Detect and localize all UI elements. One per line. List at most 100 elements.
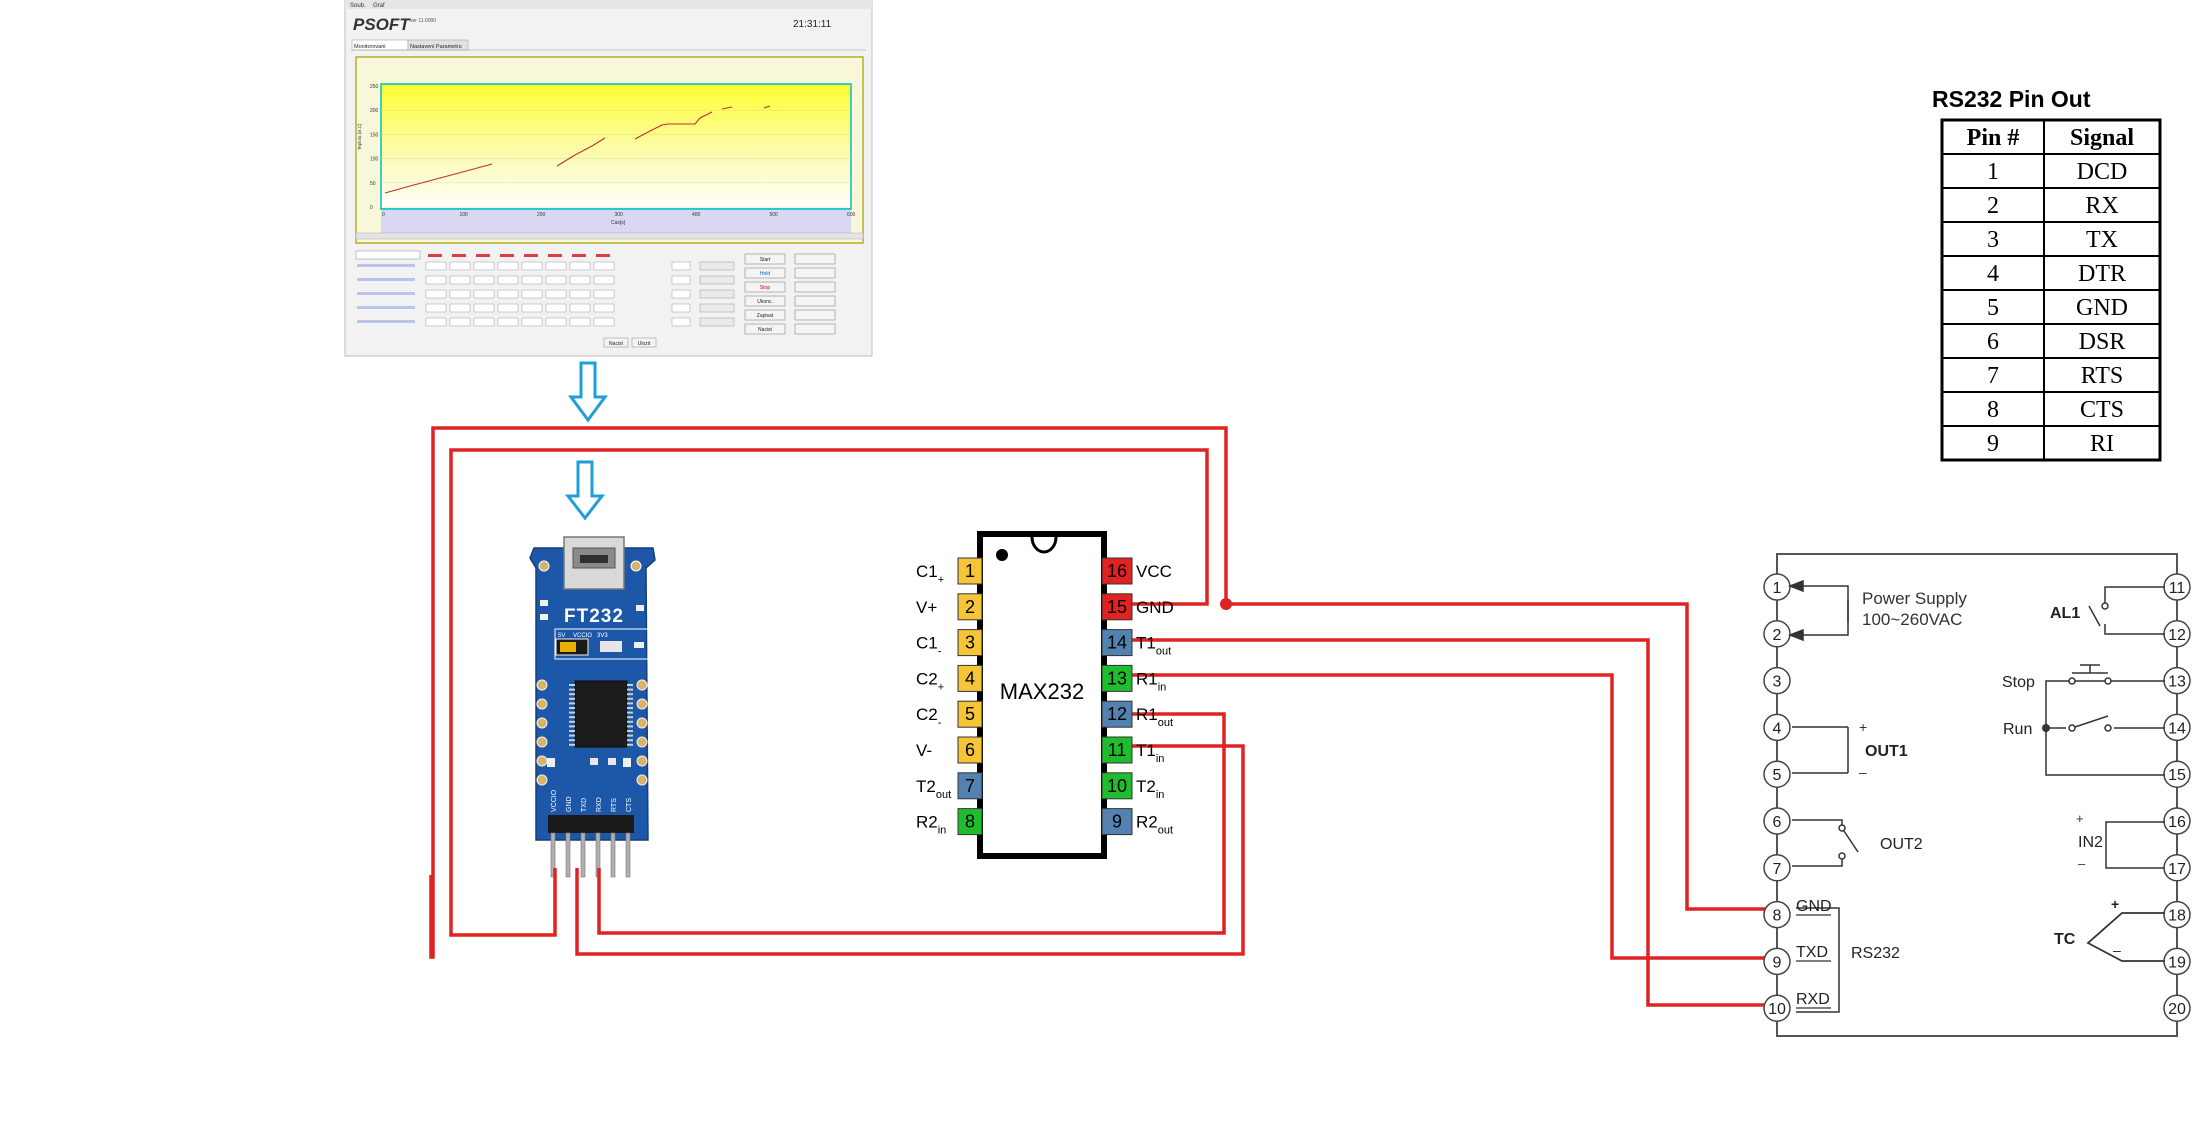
parameter-input[interactable]: [521, 317, 543, 327]
parameter-input[interactable]: [425, 317, 447, 327]
parameter-input[interactable]: [425, 261, 447, 271]
max232-pin-name: V-: [916, 741, 932, 760]
parameter-row-label: [357, 278, 415, 281]
terminal-number: 6: [1773, 814, 1782, 831]
control-button[interactable]: [744, 323, 786, 335]
parameter-input[interactable]: [569, 261, 591, 271]
parameter-input[interactable]: [545, 275, 567, 285]
parameter-input[interactable]: [593, 289, 615, 299]
parameter-input[interactable]: [473, 317, 495, 327]
control-button[interactable]: [744, 253, 786, 265]
load-button[interactable]: [603, 337, 629, 348]
parameter-input[interactable]: [521, 275, 543, 285]
menu-item-graph[interactable]: Graf: [373, 3, 385, 9]
setpoint-input[interactable]: [671, 261, 691, 271]
parameter-input[interactable]: [545, 317, 567, 327]
parameter-input[interactable]: [425, 303, 447, 313]
save-button[interactable]: [631, 337, 657, 348]
parameter-input[interactable]: [593, 275, 615, 285]
parameter-input[interactable]: [425, 289, 447, 299]
parameter-input[interactable]: [473, 275, 495, 285]
setpoint-input[interactable]: [671, 289, 691, 299]
rs232-group-label: RS232: [1851, 945, 1900, 962]
parameter-input[interactable]: [497, 275, 519, 285]
parameter-input[interactable]: [593, 261, 615, 271]
setpoint-input[interactable]: [671, 275, 691, 285]
terminal-number: 3: [1773, 674, 1782, 691]
parameter-input[interactable]: [449, 275, 471, 285]
terminal: [1763, 666, 1791, 695]
parameter-input[interactable]: [569, 289, 591, 299]
max232-pin-number: 1: [965, 561, 975, 581]
setpoint-input[interactable]: [671, 317, 691, 327]
control-button[interactable]: [794, 309, 836, 321]
parameter-input[interactable]: [449, 289, 471, 299]
stop-label: Stop: [2002, 674, 2035, 691]
control-button[interactable]: [794, 281, 836, 293]
chart-scrollbar[interactable]: [355, 232, 864, 240]
column-header: [476, 254, 490, 257]
control-button[interactable]: [744, 309, 786, 321]
parameter-input[interactable]: [425, 275, 447, 285]
parameter-input[interactable]: [545, 289, 567, 299]
parameter-input[interactable]: [521, 261, 543, 271]
option-field[interactable]: [699, 261, 735, 271]
terminal: [2163, 760, 2191, 788]
terminal-number: 12: [2168, 627, 2186, 644]
parameter-input[interactable]: [521, 303, 543, 313]
menu-item-file[interactable]: Soub.: [350, 3, 366, 9]
option-field[interactable]: [699, 317, 735, 327]
parameter-input[interactable]: [569, 303, 591, 313]
parameter-input[interactable]: [497, 289, 519, 299]
parameter-input[interactable]: [593, 303, 615, 313]
option-field[interactable]: [699, 303, 735, 313]
control-button[interactable]: [794, 253, 836, 265]
parameter-input[interactable]: [569, 275, 591, 285]
max232-pin-box: [1101, 664, 1133, 692]
control-button[interactable]: [794, 295, 836, 307]
parameter-input[interactable]: [449, 303, 471, 313]
parameter-row-label: [357, 264, 415, 267]
max232-pin-box: [1101, 736, 1133, 764]
parameter-input[interactable]: [593, 317, 615, 327]
y-tick-label: 200: [370, 108, 379, 114]
setpoint-input[interactable]: [671, 303, 691, 313]
control-button[interactable]: [744, 295, 786, 307]
parameter-input[interactable]: [497, 261, 519, 271]
parameter-input[interactable]: [497, 303, 519, 313]
parameter-input[interactable]: [545, 303, 567, 313]
profile-select[interactable]: [355, 250, 421, 260]
parameter-input[interactable]: [521, 289, 543, 299]
parameter-input[interactable]: [545, 261, 567, 271]
control-button[interactable]: [794, 267, 836, 279]
terminal: [2163, 994, 2191, 1022]
header-pin: [580, 832, 586, 878]
parameter-input[interactable]: [473, 303, 495, 313]
wire-gnd-bus: [1226, 602, 1787, 911]
table-cell-pin: 1: [1987, 159, 1999, 185]
max232-pin-name: C1+: [916, 562, 944, 586]
parameter-input[interactable]: [473, 261, 495, 271]
parameter-input[interactable]: [449, 317, 471, 327]
x-tick-label: 0: [382, 212, 385, 218]
out1-plus: +: [1859, 719, 1867, 735]
max232-pin-number: 14: [1107, 633, 1127, 653]
parameter-input[interactable]: [497, 317, 519, 327]
option-field[interactable]: [699, 289, 735, 299]
table-cell-signal: RI: [2090, 431, 2114, 457]
max232-pin-box: [957, 593, 983, 621]
control-button[interactable]: [794, 323, 836, 335]
control-button[interactable]: [744, 267, 786, 279]
power-range-label: 100~260VAC: [1862, 610, 1962, 629]
parameter-input[interactable]: [569, 317, 591, 327]
plot-baseline: [381, 209, 851, 233]
wire-r1in-to-txd: [1131, 673, 1787, 960]
control-button[interactable]: [744, 281, 786, 293]
tab-settings-label: Nastaveni Parametru: [410, 44, 462, 50]
parameter-input[interactable]: [449, 261, 471, 271]
parameter-input[interactable]: [473, 289, 495, 299]
max232-pin-name: C1-: [916, 634, 942, 658]
option-field[interactable]: [699, 275, 735, 285]
terminal-number: 13: [2168, 674, 2186, 691]
